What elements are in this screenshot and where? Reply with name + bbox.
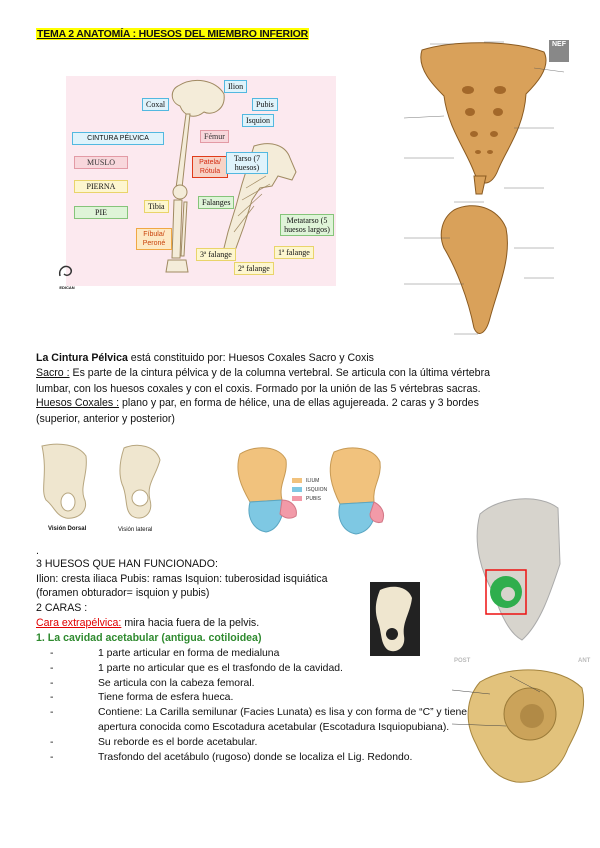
document-title: TEMA 2 ANATOMÍA : HUESOS DEL MIEMBRO INF… [36,28,310,40]
label-pierna: PIERNA [74,180,128,193]
list-item: 1 parte no articular que es el trasfondo… [50,662,490,677]
label-falange-2: 2ª falange [234,262,274,275]
huesos-heading: 3 HUESOS QUE HAN FUNCIONADO: [36,558,218,570]
label-falange-3: 3ª falange [196,248,236,261]
colored-coxal-drawing [237,447,385,535]
coxales-label: Huesos Coxales : [36,397,120,409]
label-post: POST [454,658,471,664]
sacro-text: Es parte de la cintura pélvica y de la c… [36,367,490,395]
edican-logo: EDICAN [56,262,78,290]
label-tarso: Tarso (7 huesos) [226,152,268,174]
legend-pubis: PUBIS [306,496,322,502]
label-pie: PIE [74,206,128,219]
list-item: 1 parte articular en forma de medialuna [50,647,490,662]
label-falange-1: 1ª falange [274,246,314,259]
cara-extrapelvica-label: Cara extrapélvica: [36,617,122,629]
legend-isquion: ISQUION [306,487,328,493]
label-cintura-pelvica: CINTURA PÉLVICA [72,132,164,145]
acetabulum-bone-drawing [451,669,585,783]
coxal-lateral-view [116,440,166,524]
coxal-dorsal-view [36,440,96,524]
coxales-text: plano y par, en forma de hélice, una de … [36,397,479,425]
list-item: Contiene: La Carilla semilunar (Facies L… [50,706,490,736]
coxales-paragraph: Huesos Coxales : plano y par, en forma d… [36,396,506,427]
pelvis-acetabulum-figure [470,494,562,644]
acetabulum-bone-figure: POST ANT [450,652,590,788]
cintura-pelvica-heading: La Cintura Pélvica [36,352,128,364]
skeleton-drawing [165,79,297,273]
cara-extrapelvica-line: Cara extrapélvica: mira hacia fuera de l… [36,616,506,632]
huesos-details: Ilion: cresta iliaca Pubis: ramas Isquio… [36,573,328,585]
pelvis-acetabulum-drawing [476,498,561,641]
cara-extrapelvica-text: mira hacia fuera de la pelvis. [121,617,260,629]
section-dot: . [36,545,39,557]
intro-line: La Cintura Pélvica está constituido por:… [36,351,506,367]
legend-ilium: ILIUM [306,478,320,484]
caras-heading: 2 CARAS : [36,602,88,614]
coxal-photo [370,582,420,656]
label-isquion: Isquion [242,114,274,127]
cavidad-acetabular-heading: 1. La cavidad acetabular (antigua. cotil… [36,632,262,644]
cintura-pelvica-text: está constituido por: Huesos Coxales Sac… [127,352,374,364]
sacro-label: Sacro : [36,367,70,379]
label-ant: ANT [578,658,591,664]
lower-limb-skeleton-figure: Ilion Coxal Pubis Isquion CINTURA PÉLVIC… [66,76,336,286]
list-item: Se articula con la cabeza femoral. [50,677,490,692]
nef-logo: NEF [549,40,569,62]
label-ilion: Ilion [224,80,248,93]
colored-coxal-figure: ILIUM ISQUION PUBIS [230,444,390,540]
sacrum-figure [394,38,574,348]
label-pubis: Pubis [252,98,278,111]
sacrum-drawing [403,41,565,335]
list-item: Su reborde es el borde acetabular. [50,736,490,751]
label-muslo: MUSLO [74,156,128,169]
sacro-paragraph: Sacro : Es parte de la cintura pélvica y… [36,366,506,397]
foramen-note: (foramen obturador= isquion y pubis) [36,587,210,599]
label-perone: Fíbula/ Peroné [136,228,172,250]
acetabulum-list: 1 parte articular en forma de medialuna … [50,647,490,765]
label-metatarso: Metatarso (5 huesos largos) [280,214,334,236]
caption-vision-lateral: Visión lateral [118,527,153,533]
label-tibia: Tibia [144,200,169,213]
label-falanges: Falanges [198,196,235,209]
caption-vision-dorsal: Visión Dorsal [48,526,87,532]
label-coxal: Coxal [142,98,170,111]
list-item: Tiene forma de esfera hueca. [50,691,490,706]
list-item: Trasfondo del acetábulo (rugoso) donde s… [50,751,490,766]
label-femur: Fémur [200,130,229,143]
label-rotula: Patela/ Rótula [192,156,228,178]
